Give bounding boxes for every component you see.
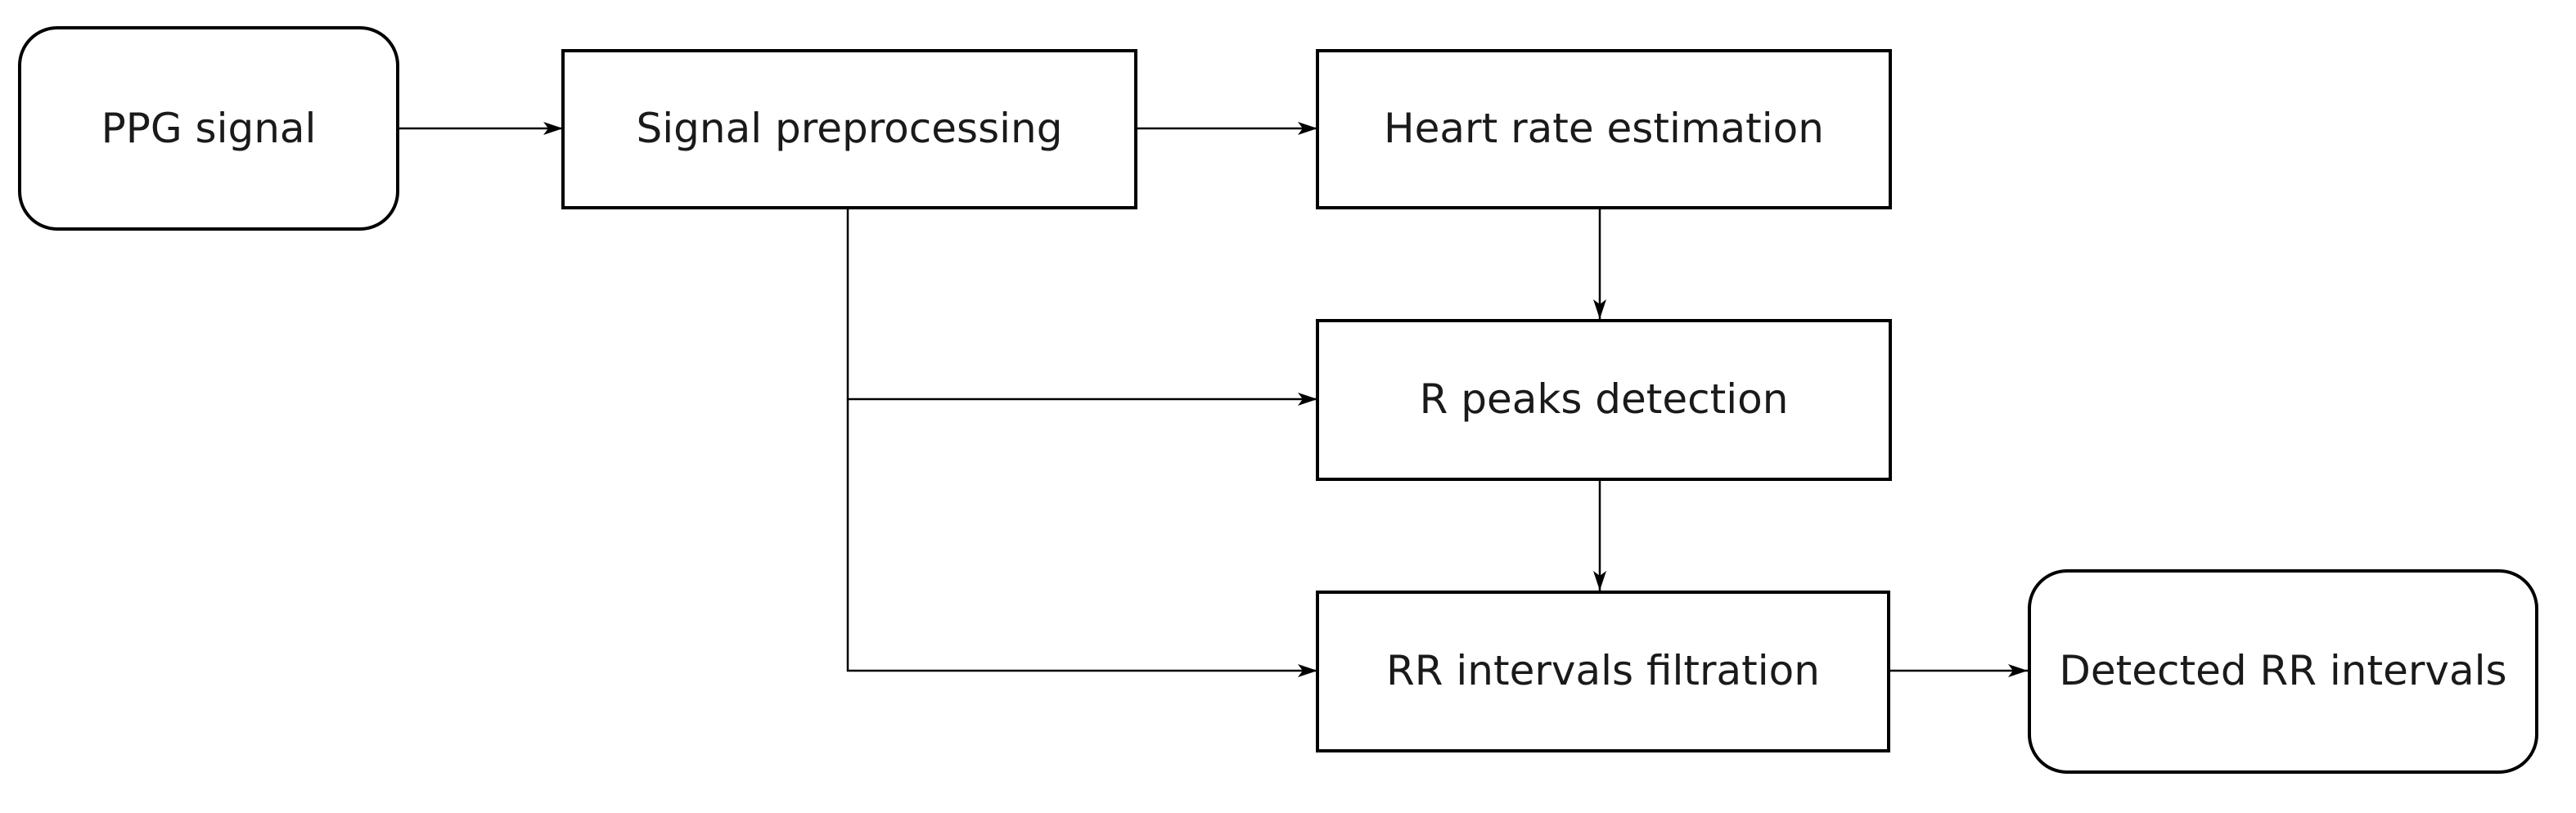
node-detected-rr-intervals: Detected RR intervals [2028,569,2538,774]
node-rr-intervals-filtration: RR intervals filtration [1316,591,1890,752]
node-rr-intervals-filtration-label: RR intervals filtration [1386,647,1820,694]
node-ppg-signal-shape [18,26,399,231]
node-signal-preprocessing-label: Signal preprocessing [637,105,1063,152]
node-r-peaks-detection-label: R peaks detection [1420,375,1789,423]
node-r-peaks-detection: R peaks detection [1316,319,1892,481]
edge-preprocessing-to-r-peaks [846,208,1317,406]
node-detected-rr-intervals-label: Detected RR intervals [2059,647,2506,694]
node-heart-rate-estimation-label: Heart rate estimation [1384,105,1824,152]
node-rr-intervals-filtration-shape [1316,591,1890,752]
node-ppg-signal-label: PPG signal [101,105,317,152]
node-r-peaks-detection-shape [1316,319,1892,481]
node-detected-rr-intervals-shape [2028,569,2538,774]
node-heart-rate-estimation-shape [1316,49,1892,209]
node-heart-rate-estimation: Heart rate estimation [1316,49,1892,209]
node-signal-preprocessing: Signal preprocessing [561,49,1137,209]
node-signal-preprocessing-shape [561,49,1137,209]
edges [398,122,2028,677]
node-ppg-signal: PPG signal [18,26,399,231]
edge-preprocessing-to-rr-filtration [846,399,1317,677]
